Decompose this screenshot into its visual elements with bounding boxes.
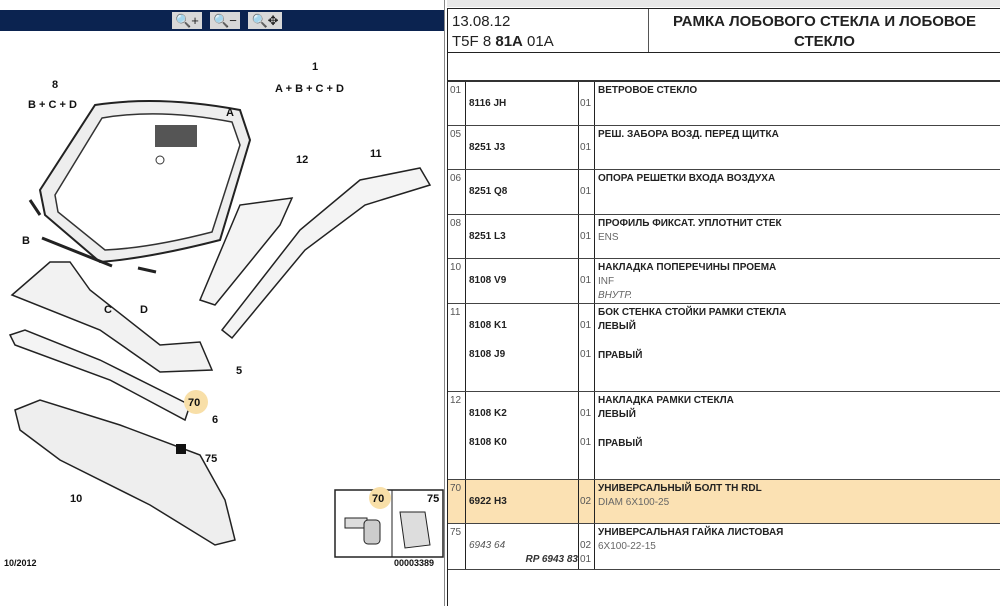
part-variant: ENS xyxy=(598,232,619,243)
diagram-date: 10/2012 xyxy=(4,558,37,568)
callout-A: A xyxy=(226,107,234,119)
callout-6: 6 xyxy=(212,414,218,426)
callout-12: 12 xyxy=(296,154,308,166)
item-number: 08 xyxy=(448,215,466,258)
item-number: 75 xyxy=(448,524,466,569)
part-ref[interactable]: 6943 64 xyxy=(469,540,506,551)
quantity: 01 xyxy=(580,320,592,331)
part-variant: INF xyxy=(598,276,615,287)
table-row[interactable]: 06 8251 Q8 01 ОПОРА РЕШЕТКИ ВХОДА ВОЗДУХА xyxy=(448,170,1000,215)
parts-header: 13.08.12 T5F 8 81A 01A РАМКА ЛОБОВОГО СТ… xyxy=(447,8,1000,53)
table-row[interactable]: 12 8108 K2 8108 K0 01 01 НАКЛАДКА РАМКИ СТЕК… xyxy=(448,392,1000,480)
part-variant: ЛЕВЫЙ xyxy=(598,409,636,420)
zoom-out-button[interactable]: 🔍− xyxy=(210,12,240,29)
zoom-in-button[interactable]: 🔍+ xyxy=(172,12,202,29)
quantity: 01 xyxy=(580,437,592,448)
item-number: 10 xyxy=(448,259,466,303)
callout-11: 11 xyxy=(370,148,382,160)
part-title: ВЕТРОВОЕ СТЕКЛО xyxy=(598,85,698,96)
item-number: 70 xyxy=(448,480,466,523)
zoom-toolbar: 🔍+ 🔍− 🔍✥ xyxy=(0,10,444,31)
item-number: 06 xyxy=(448,170,466,214)
replacement-ref[interactable]: RP 6943 83 xyxy=(525,554,578,565)
item-number: 12 xyxy=(448,392,466,479)
diagram-panel: 🔍+ 🔍− 🔍✥ 8 B + C + D 1 A + B + C + D A 1… xyxy=(0,0,444,606)
callout-10: 10 xyxy=(70,493,82,505)
item-number: 01 xyxy=(448,82,466,125)
callout-5: 5 xyxy=(236,365,242,377)
table-row[interactable]: 05 8251 J3 01 РЕШ. ЗАБОРА ВОЗД. ПЕРЕД ЩИТК… xyxy=(448,126,1000,170)
parts-list-panel: 13.08.12 T5F 8 81A 01A РАМКА ЛОБОВОГО СТ… xyxy=(447,0,1000,606)
catalog-date: 13.08.12 xyxy=(452,13,511,30)
quantity: 01 xyxy=(580,142,592,153)
quantity: 01 xyxy=(580,554,592,565)
part-ref[interactable]: 8108 K1 xyxy=(469,320,507,331)
quantity: 01 xyxy=(580,275,592,286)
part-ref[interactable]: 8108 K2 xyxy=(469,408,507,419)
zoom-pan-button[interactable]: 🔍✥ xyxy=(248,12,282,29)
table-row[interactable]: 08 8251 L3 01 ПРОФИЛЬ ФИКСАТ. УПЛОТНИТ СТЕ… xyxy=(448,215,1000,259)
part-variant: ПРАВЫЙ xyxy=(598,438,643,449)
zoom-out-icon: 🔍− xyxy=(213,12,237,28)
item-number: 11 xyxy=(448,304,466,391)
part-ref[interactable]: 8108 V9 xyxy=(469,275,507,286)
page-title: РАМКА ЛОБОВОГО СТЕКЛА И ЛОБОВОЕ СТЕКЛО xyxy=(672,13,977,50)
part-title: БОК СТЕНКА СТОЙКИ РАМКИ СТЕКЛА xyxy=(598,307,787,318)
part-ref[interactable]: 8108 K0 xyxy=(469,437,507,448)
part-ref[interactable]: 8108 J9 xyxy=(469,349,506,360)
callout-C: C xyxy=(104,304,112,316)
panel-divider[interactable] xyxy=(444,0,447,606)
callout-D: D xyxy=(140,304,148,316)
quantity: 02 xyxy=(580,540,592,551)
part-variant: 6X100-22-15 xyxy=(598,541,656,552)
inset-label-75: 75 xyxy=(427,493,439,505)
part-variant: ЛЕВЫЙ xyxy=(598,321,636,332)
callout-8-sub: B + C + D xyxy=(28,99,77,111)
part-ref[interactable]: 8251 J3 xyxy=(469,142,506,153)
catalog-ref: T5F 8 81A 01A xyxy=(452,33,554,50)
zoom-in-icon: 🔍+ xyxy=(175,12,199,28)
quantity: 01 xyxy=(580,231,592,242)
callout-75: 75 xyxy=(205,453,217,465)
item-number: 05 xyxy=(448,126,466,169)
quantity: 01 xyxy=(580,98,592,109)
part-title: НАКЛАДКА ПОПЕРЕЧИНЫ ПРОЕМА xyxy=(598,262,777,273)
part-title: УНИВЕРСАЛЬНЫЙ БОЛТ TH RDL xyxy=(598,483,762,494)
part-variant: ПРАВЫЙ xyxy=(598,350,643,361)
parts-diagram[interactable]: 8 B + C + D 1 A + B + C + D A 12 11 B C … xyxy=(0,40,444,606)
diagram-code: 00003389 xyxy=(394,558,434,568)
table-row[interactable]: 70 6922 H3 02 УНИВЕРСАЛЬНЫЙ БОЛТ TH RDL DIA… xyxy=(448,480,1000,524)
inset-label-70: 70 xyxy=(372,493,384,505)
part-title: УНИВЕРСАЛЬНАЯ ГАЙКА ЛИСТОВАЯ xyxy=(598,527,784,538)
part-ref[interactable]: 8116 JH xyxy=(469,98,507,109)
callout-1: 1 xyxy=(312,61,318,73)
part-ref[interactable]: 6922 H3 xyxy=(469,496,507,507)
part-title: НАКЛАДКА РАМКИ СТЕКЛА xyxy=(598,395,734,406)
zoom-pan-icon: 🔍✥ xyxy=(251,12,279,28)
part-title: ОПОРА РЕШЕТКИ ВХОДА ВОЗДУХА xyxy=(598,173,776,184)
table-row[interactable]: 11 8108 K1 8108 J9 01 01 БОК СТЕНКА СТОЙКИ Р… xyxy=(448,304,1000,392)
table-row[interactable]: 10 8108 V9 01 НАКЛАДКА ПОПЕРЕЧИНЫ ПРОЕМА IN… xyxy=(448,259,1000,304)
quantity: 01 xyxy=(580,408,592,419)
quantity: 02 xyxy=(580,496,592,507)
part-title: ПРОФИЛЬ ФИКСАТ. УПЛОТНИТ СТЕК xyxy=(598,218,782,229)
part-ref[interactable]: 8251 L3 xyxy=(469,231,506,242)
callout-8: 8 xyxy=(52,79,58,91)
quantity: 01 xyxy=(580,186,592,197)
part-ref[interactable]: 8251 Q8 xyxy=(469,186,508,197)
callout-70: 70 xyxy=(188,397,200,409)
quantity: 01 xyxy=(580,349,592,360)
callout-1-sub: A + B + C + D xyxy=(275,83,344,95)
part-variant: DIAM 6X100-25 xyxy=(598,497,670,508)
part-title: РЕШ. ЗАБОРА ВОЗД. ПЕРЕД ЩИТКА xyxy=(598,129,779,140)
part-variant: ВНУТР. xyxy=(598,290,633,301)
callout-B: B xyxy=(22,235,30,247)
